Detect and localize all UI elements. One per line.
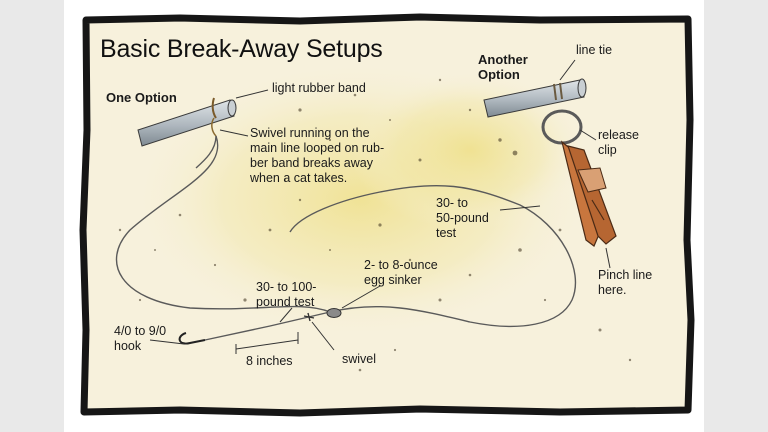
callout-lines <box>149 59 611 351</box>
rubber-band-label: light rubber band <box>272 81 366 95</box>
swivel-note-label: Swivel running on the main line looped o… <box>250 126 385 185</box>
rod-right <box>483 78 587 118</box>
line-tie-label: line tie <box>576 43 613 57</box>
swivel-mark <box>303 312 315 322</box>
watercolor-wash-2 <box>350 70 590 230</box>
swivel-label: swivel <box>342 352 377 366</box>
pinch-line-label: Pinch line here. <box>598 268 653 297</box>
leader-length-dimension <box>235 332 299 354</box>
another-option-heading: Another Option <box>478 52 528 82</box>
hook-drawing <box>178 332 206 345</box>
rod-left <box>137 97 237 147</box>
egg-sinker <box>326 308 342 318</box>
main-line-test-label: 30- to 50-pound test <box>436 196 489 240</box>
diagram-title: Basic Break-Away Setups <box>100 35 383 63</box>
one-option-heading: One Option <box>106 90 177 105</box>
egg-sinker-label: 2- to 8-ounce egg sinker <box>364 258 438 287</box>
paper-speckles <box>118 78 632 372</box>
hook-size-label: 4/0 to 9/0 hook <box>114 324 167 353</box>
release-clip-illustration <box>541 109 617 247</box>
release-clip-label: release clip <box>598 128 639 157</box>
right-blur-margin <box>704 0 768 432</box>
rough-frame <box>79 13 695 417</box>
leader-length-label: 8 inches <box>246 354 293 368</box>
left-blur-margin <box>0 0 64 432</box>
leader-test-label: 30- to 100- pound test <box>256 280 317 309</box>
